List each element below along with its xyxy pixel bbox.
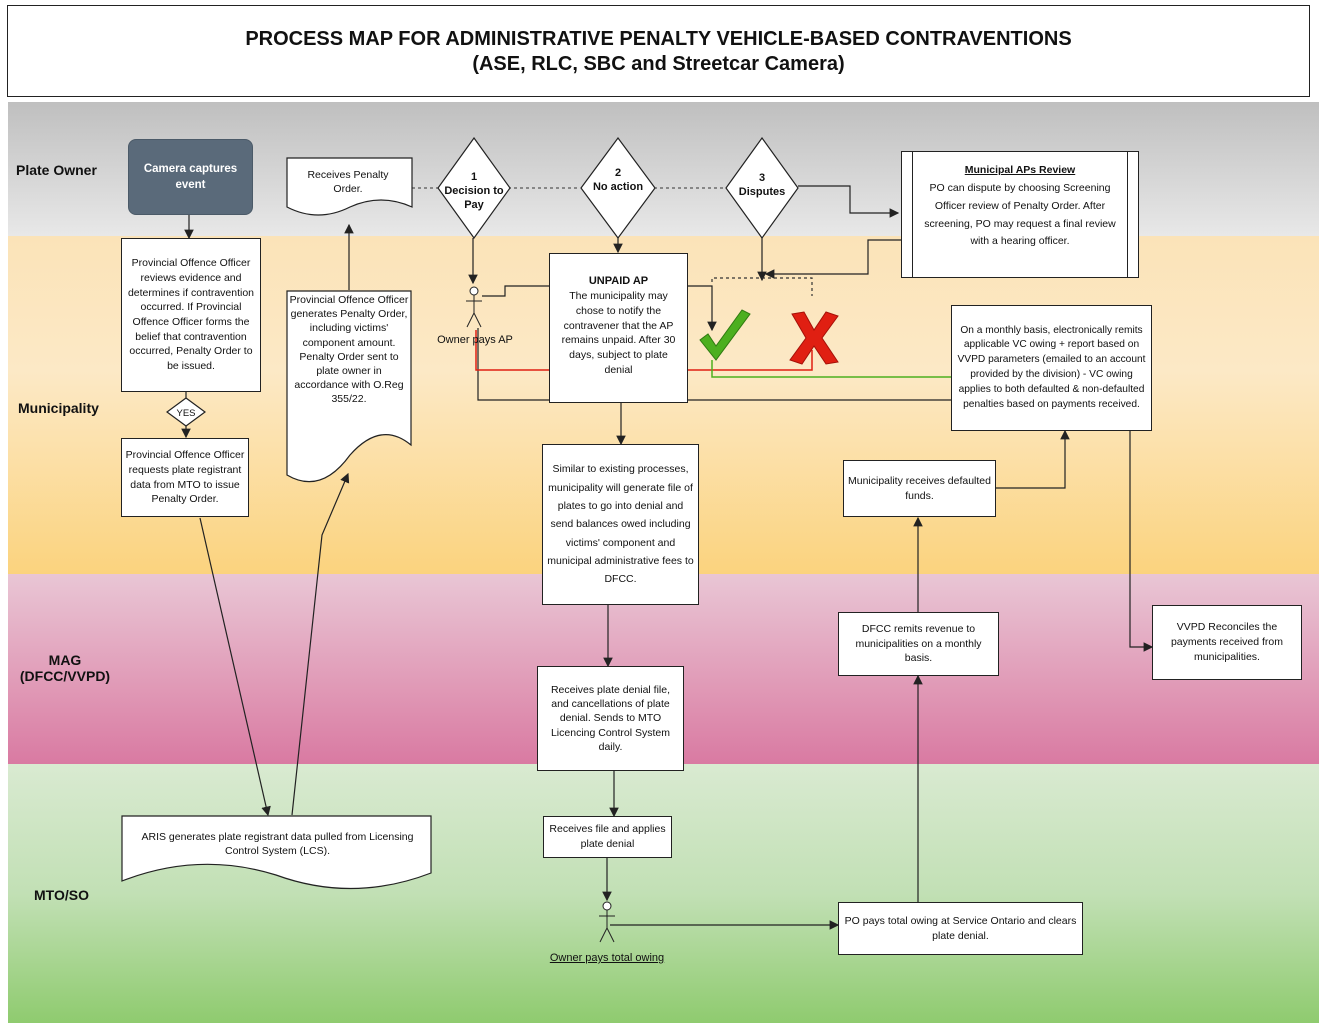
check-icon xyxy=(699,309,751,361)
yes-diamond: YES xyxy=(166,397,206,427)
owner-pays-ap-label: Owner pays AP xyxy=(437,334,513,346)
receives-po-label: Receives Penalty Order. xyxy=(307,169,389,196)
po-pays-label: PO pays total owing at Service Ontario a… xyxy=(844,914,1077,942)
poo-review-node: Provincial Offence Officer reviews evide… xyxy=(121,238,261,392)
municipality-receives-label: Municipality receives defaulted funds. xyxy=(848,474,991,502)
decision-1-diamond xyxy=(437,137,511,239)
similar-process-node: Similar to existing processes, municipal… xyxy=(542,444,699,605)
po-pays-node: PO pays total owing at Service Ontario a… xyxy=(838,902,1083,955)
municipality-receives-node: Municipality receives defaulted funds. xyxy=(843,460,996,517)
title-box: PROCESS MAP FOR ADMINISTRATIVE PENALTY V… xyxy=(7,5,1310,97)
receives-denial-node: Receives plate denial file, and cancella… xyxy=(537,666,684,771)
unpaid-ap-body: The municipality may chose to notify the… xyxy=(561,290,676,376)
poo-request-node: Provincial Offence Officer requests plat… xyxy=(121,438,249,517)
decision-1-text: Decision to Pay xyxy=(444,184,504,211)
decision-3-diamond xyxy=(725,137,799,239)
lane-label-municipality: Municipality xyxy=(18,400,99,416)
vvpd-reconciles-node: VVPD Reconciles the payments received fr… xyxy=(1152,605,1302,680)
decision-3-label: 3 Disputes xyxy=(725,172,799,200)
lane-label-mag: MAG (DFCC/VVPD) xyxy=(19,652,111,684)
camera-node-label: Camera captures event xyxy=(143,162,238,191)
decision-1-number: 1 xyxy=(470,171,478,183)
poo-review-label: Provincial Offence Officer reviews evide… xyxy=(127,257,255,373)
unpaid-ap-node: UNPAID AP The municipality may chose to … xyxy=(549,253,688,403)
municipal-review-title: Municipal APs Review xyxy=(964,164,1076,176)
lane-label-mto: MTO/SO xyxy=(34,887,89,903)
decision-3-number: 3 xyxy=(758,172,766,184)
owner-total-label: Owner pays total owing xyxy=(549,952,665,964)
actor-icon xyxy=(466,286,482,328)
title-line-1: PROCESS MAP FOR ADMINISTRATIVE PENALTY V… xyxy=(245,28,1072,50)
receives-denial-label: Receives plate denial file, and cancella… xyxy=(550,684,671,753)
yes-label: YES xyxy=(176,408,195,419)
similar-process-label: Similar to existing processes, municipal… xyxy=(547,463,694,586)
decision-1-label: 1 Decision to Pay xyxy=(437,171,511,212)
monthly-remit-node: On a monthly basis, electronically remit… xyxy=(951,305,1152,431)
lane-label-plate-owner: Plate Owner xyxy=(16,162,97,178)
lane-mto xyxy=(8,764,1319,1023)
poo-request-label: Provincial Offence Officer requests plat… xyxy=(125,449,245,506)
decision-3-text: Disputes xyxy=(738,185,786,198)
title-line-2: (ASE, RLC, SBC and Streetcar Camera) xyxy=(472,53,845,75)
actor-icon xyxy=(599,901,615,943)
decision-2-number: 2 xyxy=(614,167,622,179)
receives-file-node: Receives file and applies plate denial xyxy=(543,816,672,858)
poo-generate-label: Provincial Offence Officer generates Pen… xyxy=(289,294,409,406)
dfcc-remits-label: DFCC remits revenue to municipalities on… xyxy=(855,622,982,665)
receives-po-document xyxy=(286,157,413,216)
aris-label: ARIS generates plate registrant data pul… xyxy=(141,831,414,858)
municipal-review-body: PO can dispute by choosing Screening Off… xyxy=(924,181,1116,248)
decision-2-label: 2 No action xyxy=(580,167,656,195)
dfcc-remits-node: DFCC remits revenue to municipalities on… xyxy=(838,612,999,676)
vvpd-reconciles-label: VVPD Reconciles the payments received fr… xyxy=(1170,621,1284,663)
unpaid-ap-title: UNPAID AP xyxy=(588,275,649,287)
decision-2-diamond xyxy=(580,137,656,239)
camera-node: Camera captures event xyxy=(128,139,253,215)
decision-2-text: No action xyxy=(592,180,644,193)
receives-file-label: Receives file and applies plate denial xyxy=(549,823,666,850)
municipal-review-node: Municipal APs Review PO can dispute by c… xyxy=(901,151,1139,278)
aris-document xyxy=(121,815,432,890)
poo-generate-document xyxy=(286,290,412,483)
monthly-remit-label: On a monthly basis, electronically remit… xyxy=(957,324,1146,410)
cross-icon xyxy=(789,311,839,365)
